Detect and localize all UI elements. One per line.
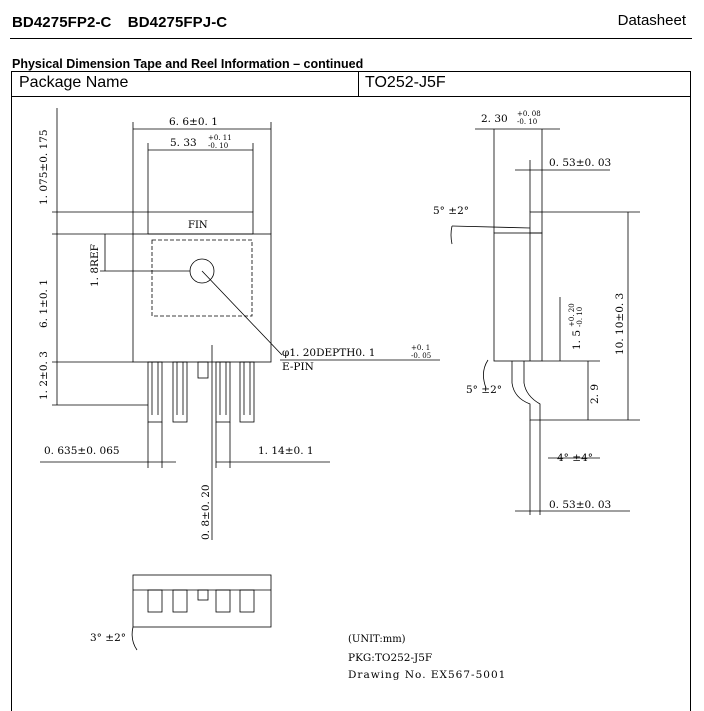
dim-epin-tol-up: +0. 1 <box>411 344 430 352</box>
dim-epin-diameter: φ1. 20DEPTH0. 1 <box>282 347 375 359</box>
side-body <box>493 232 543 362</box>
dim-angle-1: 5° ±2° <box>433 205 469 217</box>
drawing-number: Drawing No. EX567-5001 <box>348 669 506 681</box>
dim-thickness: 2. 30 <box>481 113 508 125</box>
header-rule <box>10 38 692 39</box>
side-fin <box>529 211 543 234</box>
dim-h-low: 1. 2±0. 3 <box>38 351 50 400</box>
dim-width-inner-tol-dn: -0. 10 <box>208 142 228 150</box>
dim-h-1-5: 1. 5 <box>571 330 583 350</box>
dim-h-body: 6. 1±0. 1 <box>38 279 50 328</box>
dim-epin-tol-dn: -0. 05 <box>411 352 431 360</box>
front-view <box>40 108 440 540</box>
doc-type-label: Datasheet <box>617 12 686 29</box>
dim-h-left-top: 1. 075±0. 175 <box>38 129 50 205</box>
dim-width-inner: 5. 33 <box>170 137 197 149</box>
document-header: BD4275FP2-C BD4275FPJ-C <box>12 14 239 31</box>
dim-tab-thickness: 0. 53±0. 03 <box>549 157 611 169</box>
dim-lead-thickness: 0. 53±0. 03 <box>549 499 611 511</box>
e-pin-label: E-PIN <box>282 361 314 373</box>
cell-divider <box>358 72 359 96</box>
dim-angle-2: 5° ±2° <box>466 384 502 396</box>
dim-lead-width: 0. 635±0. 065 <box>44 445 120 457</box>
package-row: Package Name TO252-J5F <box>12 72 690 97</box>
section-title: Physical Dimension Tape and Reel Informa… <box>12 57 364 71</box>
unit-note: (UNIT:mm) <box>348 634 406 645</box>
dim-width-top: 6. 6±0. 1 <box>169 116 218 128</box>
part-number-2: BD4275FPJ-C <box>127 14 228 31</box>
side-lead <box>511 361 541 421</box>
dim-thickness-tol-dn: -0. 10 <box>517 118 537 126</box>
dim-angle-4: 4° ±4° <box>557 452 593 464</box>
bottom-body <box>132 574 272 628</box>
dim-h-1-5-tol-dn: -0. 10 <box>576 307 584 327</box>
side-view <box>450 128 640 515</box>
bottom-view <box>131 574 272 651</box>
leads <box>147 361 255 423</box>
dim-thickness-tol-up: +0. 08 <box>517 110 541 118</box>
fin-label: FIN <box>188 220 208 231</box>
dim-pitch: 1. 14±0. 1 <box>258 445 314 457</box>
dim-h-side: 10. 10±0. 3 <box>614 293 626 355</box>
fin-tab <box>147 211 254 234</box>
package-value: TO252-J5F <box>365 74 446 91</box>
dim-h-2-9: 2. 9 <box>589 384 601 404</box>
dim-width-inner-tol-up: +0. 11 <box>208 134 232 142</box>
package-body <box>132 233 272 363</box>
inner-dashed-outline <box>151 239 253 317</box>
dim-h-1-5-tol-up: +0. 20 <box>568 303 576 327</box>
dim-ref-1-8: 1. 8REF <box>89 244 101 287</box>
package-table: Package Name TO252-J5F <box>11 71 691 711</box>
pkg-note: PKG:TO252-J5F <box>348 652 432 664</box>
part-number-1: BD4275FP2-C <box>12 14 112 31</box>
package-label: Package Name <box>19 74 129 91</box>
dim-angle-3: 3° ±2° <box>90 632 126 644</box>
dim-lead-length: 0. 8±0. 20 <box>200 484 212 540</box>
